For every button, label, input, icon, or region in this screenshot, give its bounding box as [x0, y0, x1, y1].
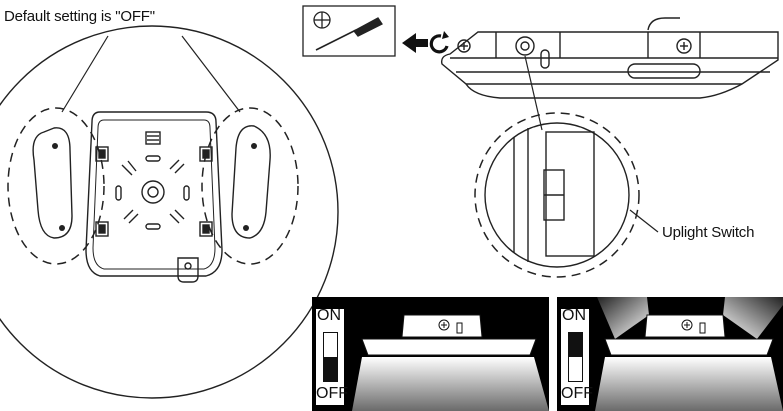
- plate-clip: [199, 146, 213, 162]
- uplight-beam-left: [597, 297, 649, 339]
- uplight-leader: [629, 209, 659, 233]
- mounting-plate: [85, 111, 223, 277]
- switch-graphic-on: ON OFF: [561, 307, 593, 405]
- leader-line-left: [61, 35, 109, 113]
- switch-graphic-off: ON OFF: [316, 307, 348, 405]
- switch-on-label: ON: [317, 307, 341, 324]
- leader-line-right: [181, 35, 241, 113]
- cable-bracket: [177, 257, 199, 283]
- switch-off-label: OFF: [316, 385, 348, 402]
- right-mounting-slot: [231, 125, 271, 239]
- center-knockout: [141, 180, 165, 204]
- downlight-beam: [595, 357, 783, 411]
- switch-on-panel: ON OFF: [557, 297, 783, 411]
- fixture-on-illustration: [595, 297, 783, 411]
- switch-slot: [568, 332, 583, 382]
- switch-zoom-circle: [484, 122, 630, 268]
- uplight-beam-right: [723, 297, 783, 339]
- fixture-off-illustration: [352, 314, 549, 411]
- left-dashed-callout: [7, 107, 105, 265]
- plate-clip: [95, 221, 109, 237]
- arrow-left-rotate-icon: [402, 31, 449, 54]
- uplight-switch-caption: Uplight Switch: [662, 224, 755, 241]
- switch-on-label: ON: [562, 307, 586, 324]
- switch-knob: [324, 357, 337, 381]
- plate-clip: [199, 221, 213, 237]
- right-dashed-callout: [201, 107, 299, 265]
- default-setting-caption: Default setting is "OFF": [4, 8, 155, 25]
- switch-slot: [323, 332, 338, 382]
- zoom-leader: [524, 55, 543, 131]
- switch-off-panel: ON OFF: [312, 297, 549, 411]
- downlight-beam: [352, 357, 549, 411]
- phillips-screwdriver-icon: [302, 5, 396, 57]
- left-mounting-slot: [32, 127, 73, 239]
- switch-off-label: OFF: [561, 385, 593, 402]
- fixture-outer-rim: [0, 25, 339, 399]
- switch-knob: [569, 333, 582, 357]
